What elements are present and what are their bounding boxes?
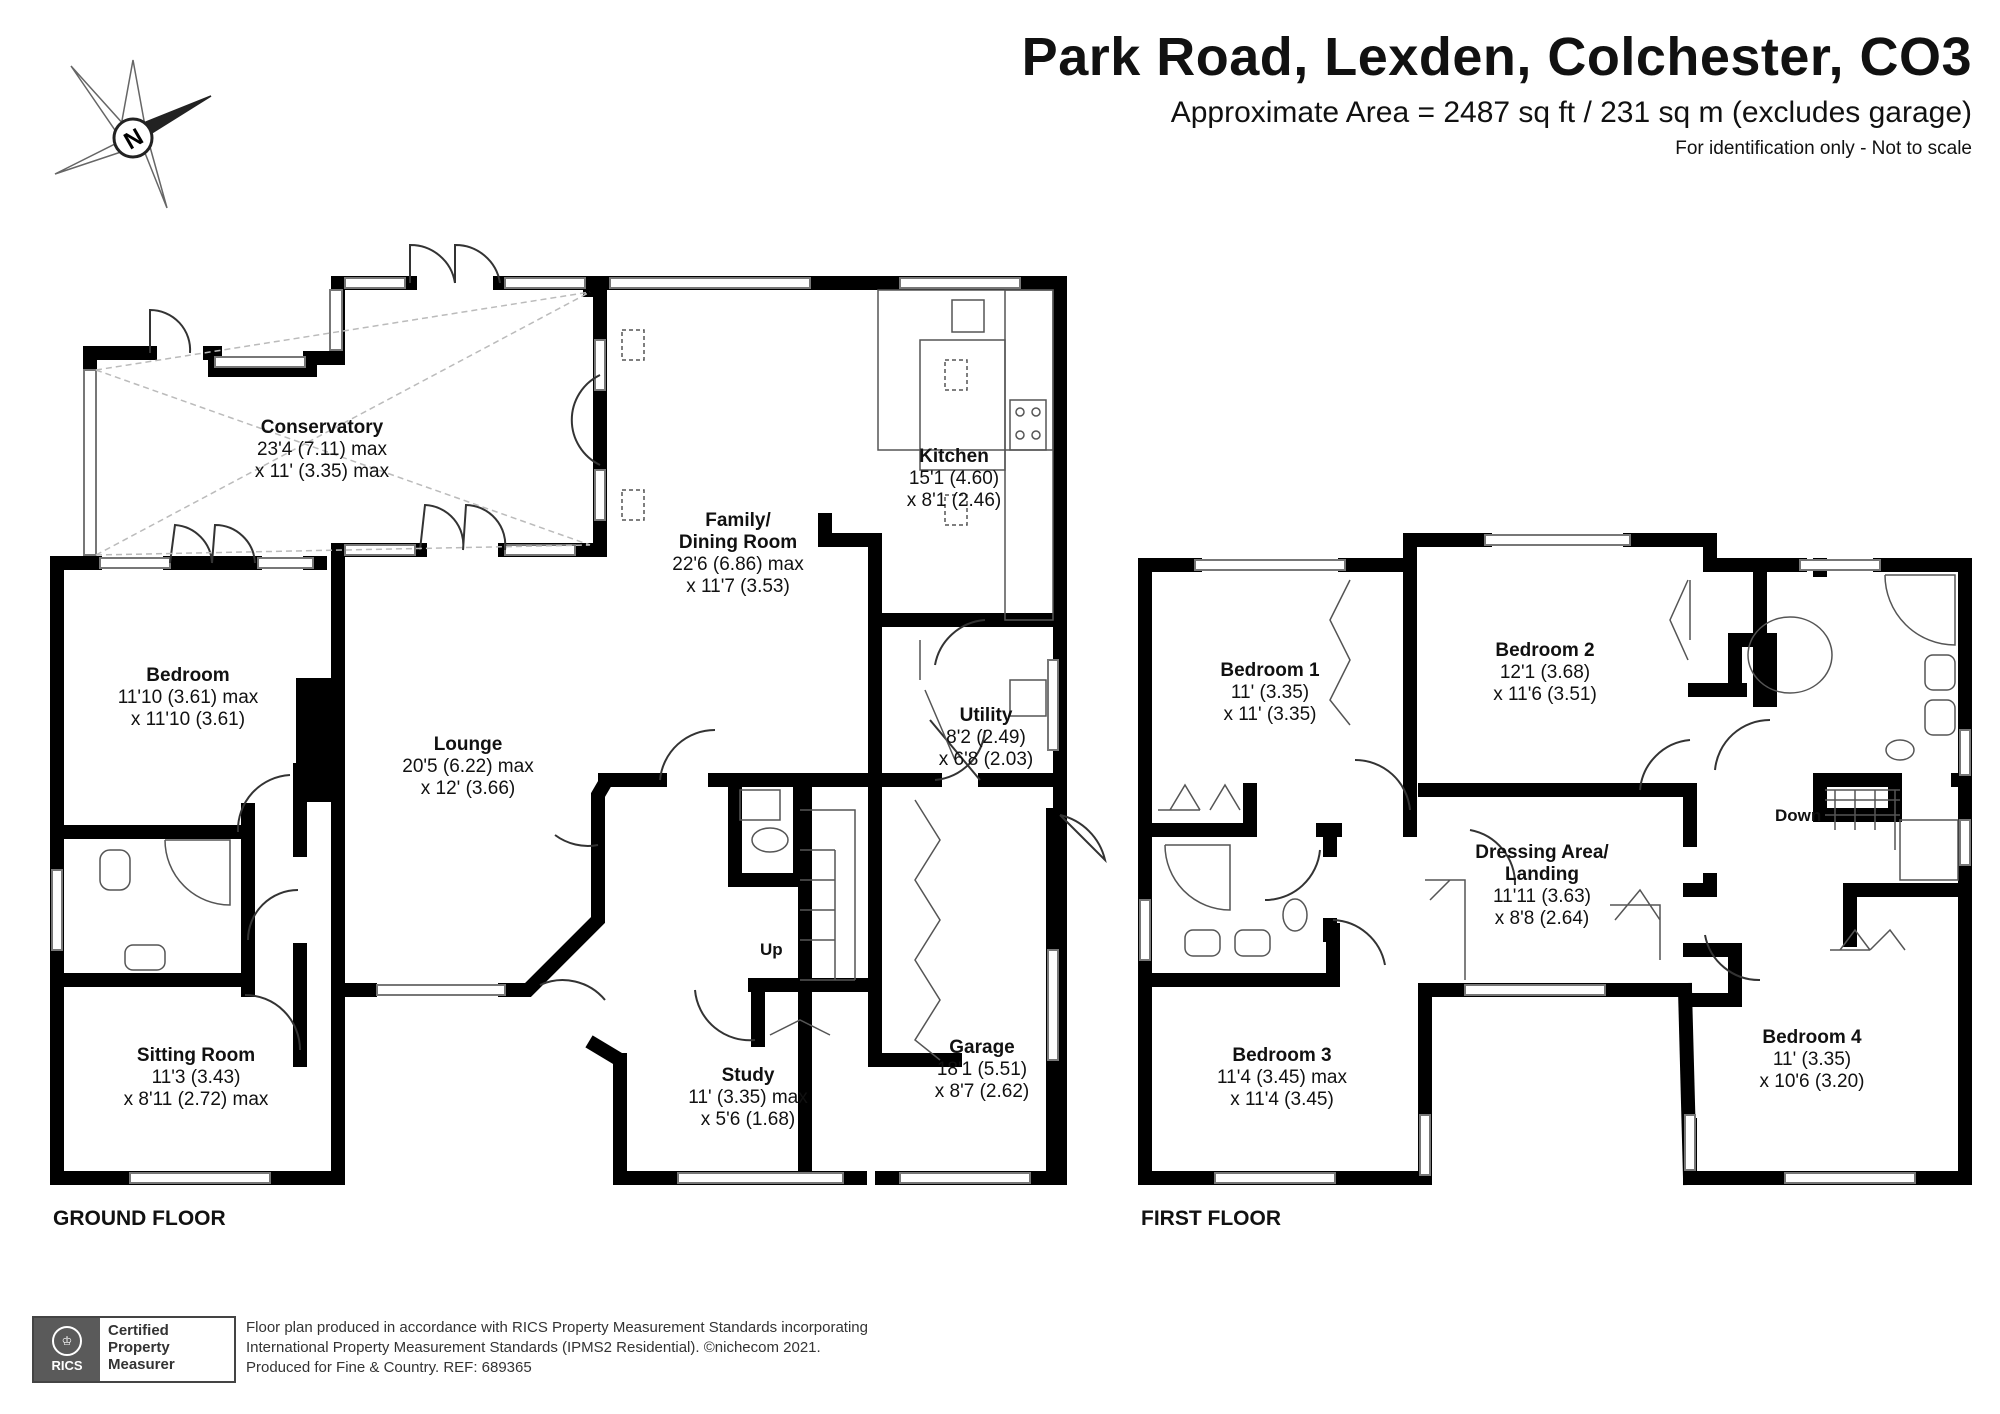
room-bedroom-1: Bedroom 1 11' (3.35) x 11' (3.35) — [1220, 660, 1319, 726]
rics-text: Certified Property Measurer — [100, 1318, 183, 1381]
room-name: Bedroom 4 — [1762, 1027, 1862, 1048]
compass-icon: N — [54, 59, 212, 209]
footer-line: Produced for Fine & Country. REF: 689365 — [246, 1359, 532, 1376]
rics-lion-icon: ♔ — [52, 1326, 82, 1356]
room-dim: x 11' (3.35) max — [254, 461, 390, 482]
scale-note: For identification only - Not to scale — [1675, 138, 1972, 159]
room-utility: Utility 8'2 (2.49) x 6'8 (2.03) — [939, 705, 1033, 771]
ground-floor-doors — [149, 243, 1107, 1051]
room-dim: 11' (3.35) — [1230, 682, 1310, 703]
room-dressing-landing: Dressing Area/ Landing 11'11 (3.63) x 8'… — [1475, 842, 1608, 930]
room-dim: 18'1 (5.51) — [936, 1059, 1028, 1080]
room-name: Lounge — [433, 734, 503, 755]
room-dim: x 8'8 (2.64) — [1494, 908, 1590, 929]
room-dim: 11' (3.35) — [1772, 1049, 1852, 1070]
room-family-dining: Family/ Dining Room 22'6 (6.86) max x 11… — [672, 510, 803, 598]
room-dim: x 10'6 (3.20) — [1759, 1071, 1865, 1092]
room-dim: 11'4 (3.45) max — [1216, 1067, 1348, 1088]
room-dim: 20'5 (6.22) max — [402, 756, 534, 777]
room-name: Bedroom 1 — [1220, 660, 1320, 681]
room-bedroom-2: Bedroom 2 12'1 (3.68) x 11'6 (3.51) — [1493, 640, 1597, 706]
room-dim: x 8'11 (2.72) max — [123, 1089, 269, 1110]
room-name: Bedroom 3 — [1232, 1045, 1332, 1066]
room-dim: 22'6 (6.86) max — [672, 554, 804, 575]
room-dim: 12'1 (3.68) — [1499, 662, 1591, 683]
first-floor-windows — [1139, 534, 1971, 1184]
room-dim: x 11'10 (3.61) — [130, 709, 246, 730]
first-floor-walls — [1138, 533, 1972, 1186]
room-sitting-room: Sitting Room 11'3 (3.43) x 8'11 (2.72) m… — [124, 1045, 269, 1111]
room-bedroom: Bedroom 11'10 (3.61) max x 11'10 (3.61) — [118, 665, 259, 731]
room-kitchen: Kitchen 15'1 (4.60) x 8'1 (2.46) — [907, 446, 1001, 512]
first-floor-doors — [1264, 718, 1771, 982]
room-garage: Garage 18'1 (5.51) x 8'7 (2.62) — [935, 1037, 1029, 1103]
rics-logo: ♔ RICS — [34, 1318, 100, 1381]
room-dim: x 12' (3.66) — [420, 778, 516, 799]
room-lounge: Lounge 20'5 (6.22) max x 12' (3.66) — [402, 734, 533, 800]
room-name: Utility — [959, 705, 1013, 726]
room-dim: 11'3 (3.43) — [151, 1067, 241, 1088]
room-dim: x 11'7 (3.53) — [686, 576, 790, 597]
room-name-line2: Landing — [1505, 864, 1579, 885]
rics-line: Certified — [108, 1322, 169, 1339]
footer-line: International Property Measurement Stand… — [246, 1339, 821, 1356]
room-dim: 11'11 (3.63) — [1492, 886, 1591, 907]
room-dim: x 8'1 (2.46) — [906, 490, 1002, 511]
room-dim: 11' (3.35) max — [688, 1087, 808, 1108]
room-dim: x 8'7 (2.62) — [934, 1081, 1030, 1102]
room-bedroom-3: Bedroom 3 11'4 (3.45) max x 11'4 (3.45) — [1217, 1045, 1347, 1111]
footer: Floor plan produced in accordance with R… — [246, 1318, 868, 1378]
rics-line: Measurer — [108, 1356, 175, 1373]
room-name: Bedroom 2 — [1495, 640, 1595, 661]
ground-floor-label: GROUND FLOOR — [53, 1207, 226, 1230]
room-dim: x 11'4 (3.45) — [1230, 1089, 1334, 1110]
room-dim: 15'1 (4.60) — [908, 468, 1000, 489]
room-name: Bedroom — [146, 665, 230, 686]
room-dim: 11'10 (3.61) max — [117, 687, 259, 708]
footer-line: Floor plan produced in accordance with R… — [246, 1319, 868, 1336]
room-name: Garage — [949, 1037, 1015, 1058]
stairs-down-label: Down — [1775, 806, 1822, 825]
room-bedroom-4: Bedroom 4 11' (3.35) x 10'6 (3.20) — [1759, 1027, 1864, 1093]
room-dim: x 11' (3.35) — [1223, 704, 1317, 725]
approximate-area: Approximate Area = 2487 sq ft / 231 sq m… — [1170, 96, 1972, 129]
room-dim: x 11'6 (3.51) — [1493, 684, 1597, 705]
room-dim: 8'2 (2.49) — [946, 727, 1026, 748]
room-study: Study 11' (3.35) max x 5'6 (1.68) — [688, 1065, 807, 1131]
ground-floor-fixtures — [95, 289, 1054, 1061]
rics-org: RICS — [51, 1358, 83, 1373]
first-floor-label: FIRST FLOOR — [1141, 1207, 1281, 1230]
room-dim: 23'4 (7.11) max — [256, 439, 387, 460]
rics-badge: ♔ RICS Certified Property Measurer — [32, 1316, 236, 1383]
room-name: Dressing Area/ — [1475, 842, 1609, 863]
stairs-up-label: Up — [760, 940, 783, 959]
room-conservatory: Conservatory 23'4 (7.11) max x 11' (3.35… — [255, 417, 389, 483]
room-name: Study — [721, 1065, 775, 1086]
room-dim: x 5'6 (1.68) — [700, 1109, 796, 1130]
room-name: Sitting Room — [136, 1045, 256, 1066]
room-name: Conservatory — [260, 417, 384, 438]
page-title: Park Road, Lexden, Colchester, CO3 — [1021, 27, 1972, 87]
room-name: Family/ — [705, 510, 771, 531]
first-floor-fixtures — [1158, 574, 1959, 980]
room-name-line2: Dining Room — [678, 532, 798, 553]
rics-line: Property — [108, 1339, 170, 1356]
room-name: Kitchen — [919, 446, 989, 467]
room-dim: x 6'8 (2.03) — [938, 749, 1034, 770]
ground-floor-windows — [51, 277, 1059, 1184]
